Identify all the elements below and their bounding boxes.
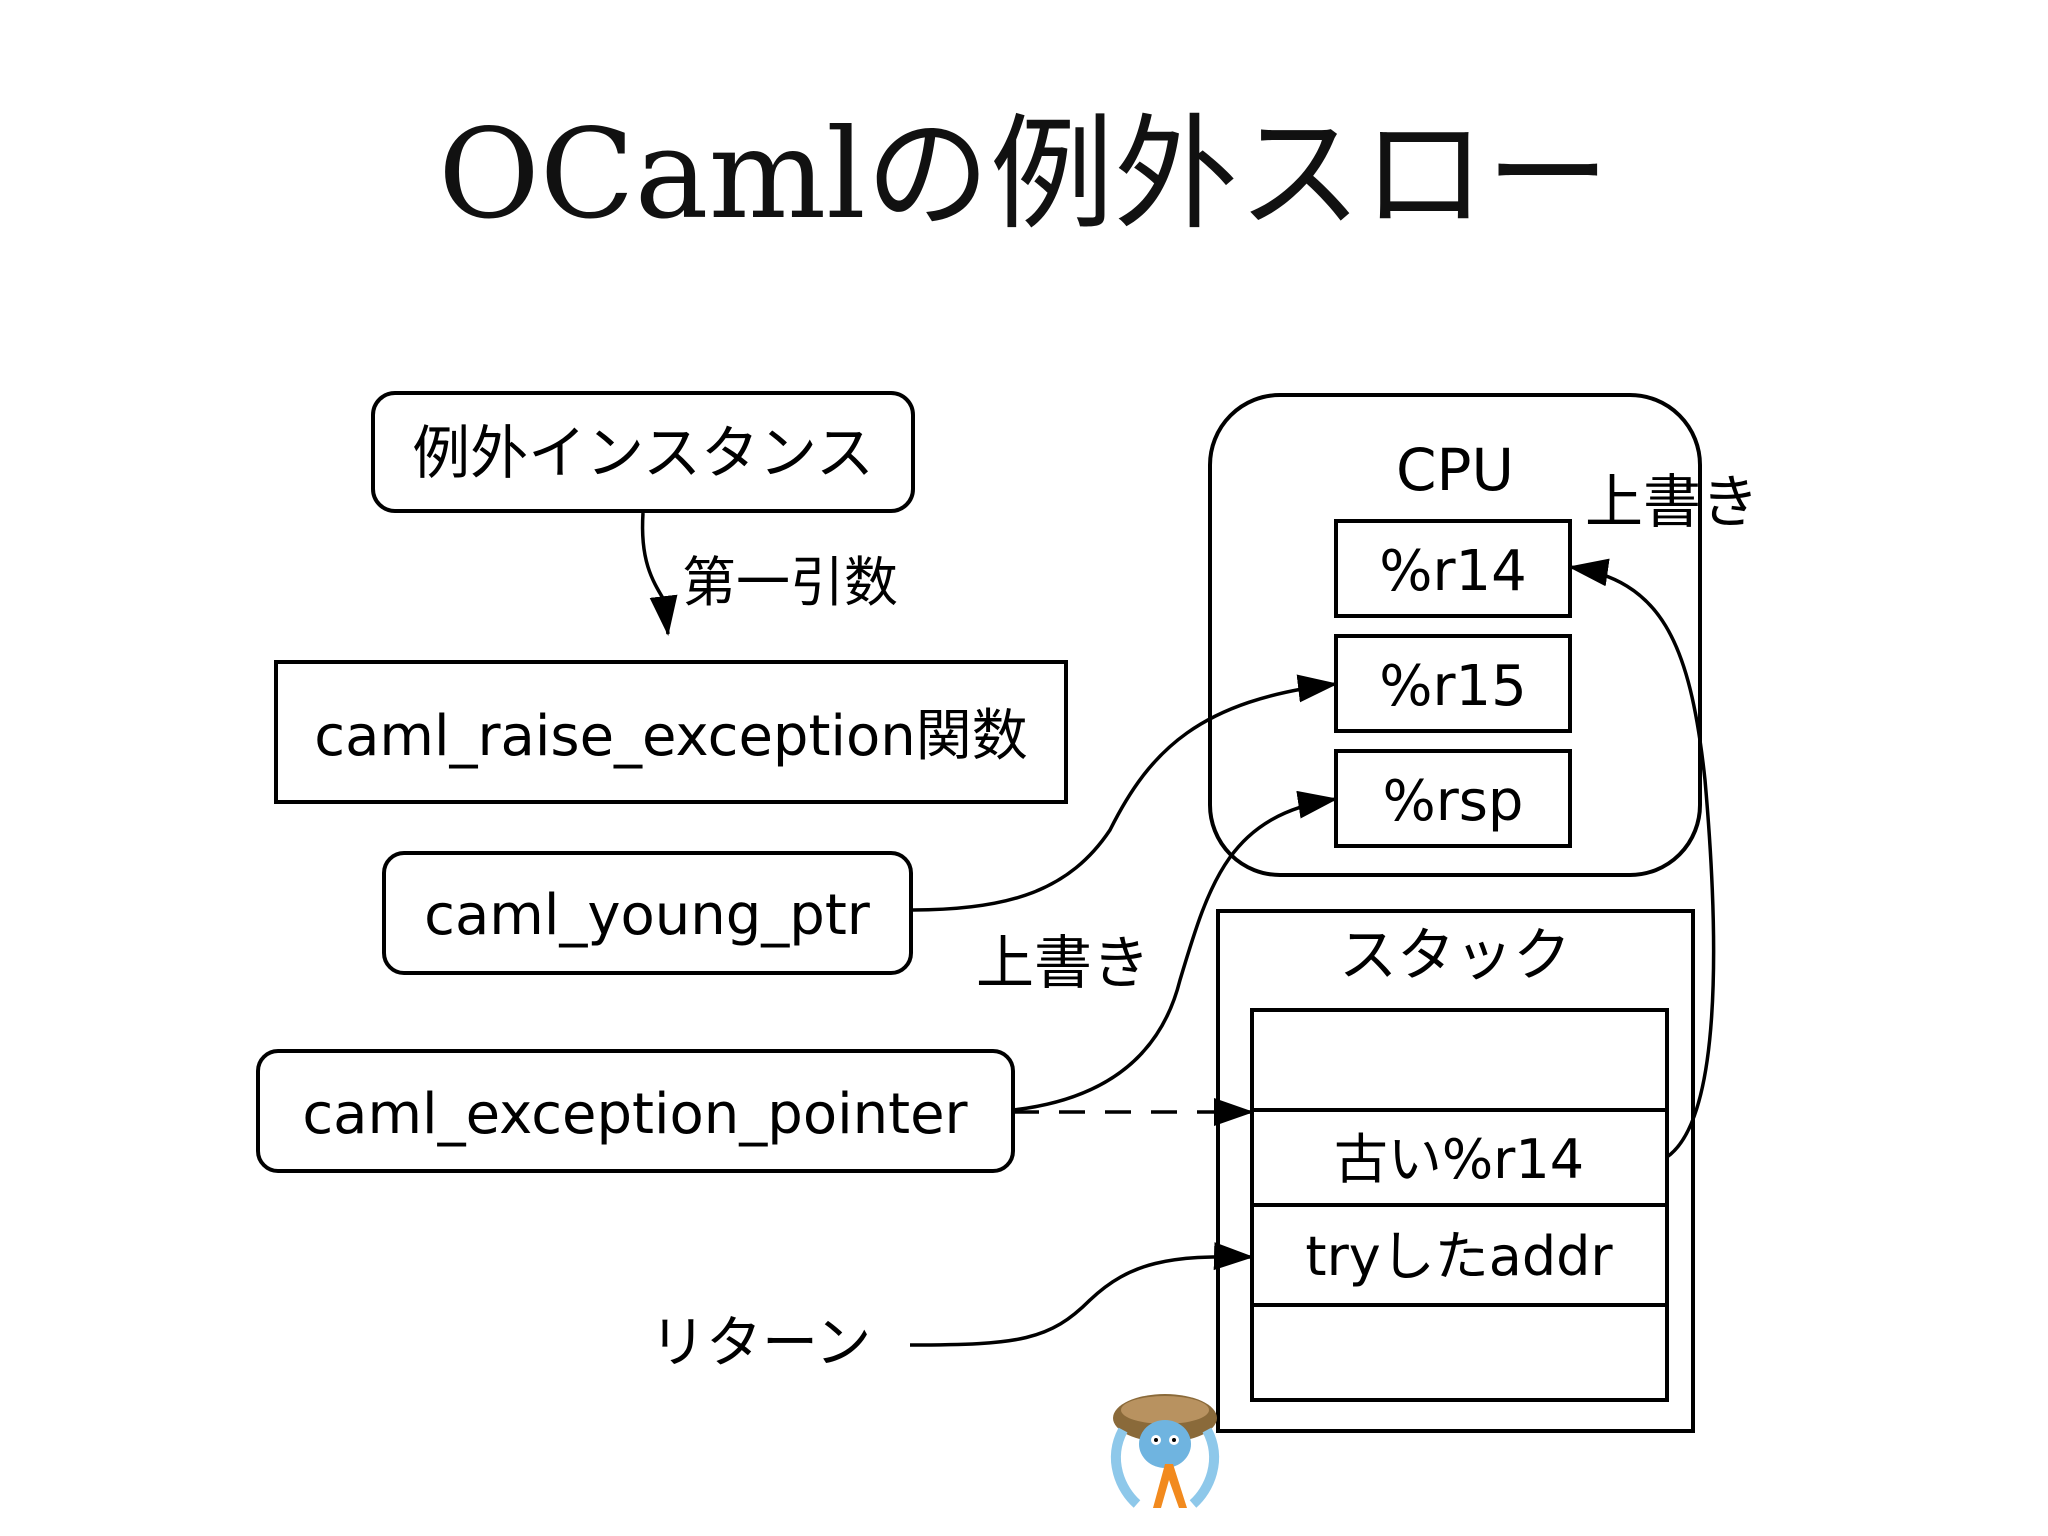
register-r15: %r15: [1334, 634, 1572, 733]
exception-pointer-label: caml_exception_pointer: [302, 1082, 968, 1147]
register-r14-label: %r14: [1379, 539, 1527, 604]
cpu-title: CPU: [1396, 436, 1514, 504]
young-ptr-node: caml_young_ptr: [382, 851, 913, 975]
young-ptr-to-r15-arrow: [912, 674, 1338, 912]
register-rsp: %rsp: [1334, 749, 1572, 848]
exception-pointer-node: caml_exception_pointer: [256, 1049, 1015, 1173]
register-r15-label: %r15: [1379, 654, 1527, 719]
young-ptr-label: caml_young_ptr: [424, 883, 871, 948]
slide-title: OCamlの例外スロー: [438, 103, 1610, 247]
stack-cell-3: tryしたaddr: [1250, 1203, 1669, 1307]
exception-pointer-to-rsp-arrow: [1012, 790, 1338, 1112]
exception-instance-node: 例外インスタンス: [371, 391, 915, 513]
stack-cell-4: [1250, 1303, 1669, 1402]
ocaml-camel-mascot-icon: [1110, 1394, 1220, 1508]
return-to-try-addr-arrow: [909, 1242, 1254, 1347]
first-arg-arrow: [640, 512, 678, 636]
overwrite-right-label: 上書き: [1585, 468, 1759, 536]
raise-function-label: caml_raise_exception関数: [314, 704, 1027, 769]
stack-title: スタック: [1339, 921, 1571, 989]
register-r14: %r14: [1334, 519, 1572, 618]
cpu-container: CPU %r14 %r15 %rsp: [1208, 393, 1702, 877]
register-rsp-label: %rsp: [1383, 769, 1524, 834]
old-r14-to-r14-arrow: [1568, 558, 1716, 1159]
return-label: リターン: [650, 1311, 871, 1376]
stack-container: スタック 古い%r14 tryしたaddr: [1216, 909, 1695, 1433]
stack-cell-2-label: 古い%r14: [1334, 1128, 1584, 1191]
raise-function-node: caml_raise_exception関数: [274, 660, 1068, 804]
overwrite-left-label: 上書き: [976, 929, 1150, 997]
stack-cell-3-label: tryしたaddr: [1305, 1225, 1613, 1288]
first-arg-label: 第一引数: [682, 551, 898, 614]
stack-cell-2: 古い%r14: [1250, 1108, 1669, 1207]
stack-cell-1: [1250, 1008, 1669, 1112]
exception-instance-label: 例外インスタンス: [412, 419, 874, 487]
